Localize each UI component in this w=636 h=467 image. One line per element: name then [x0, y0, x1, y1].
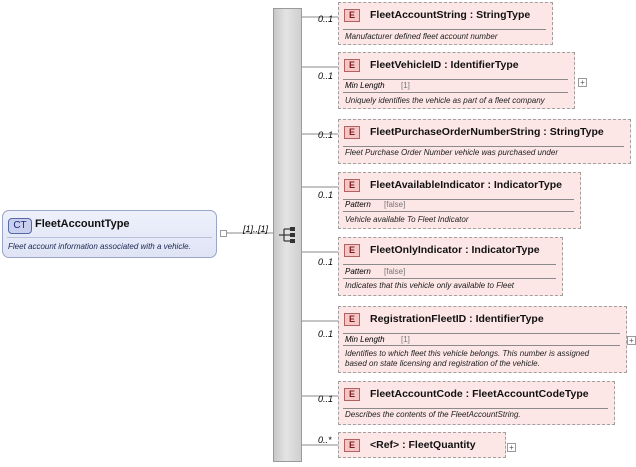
element-divider	[343, 408, 608, 409]
element-divider	[343, 79, 568, 80]
element-divider	[343, 146, 624, 147]
element-documentation: Manufacturer defined fleet account numbe…	[345, 32, 498, 41]
element-divider	[343, 333, 620, 334]
expand-plus-icon[interactable]: +	[627, 336, 636, 345]
complex-type-badge: CT	[8, 218, 32, 234]
collapse-toggle[interactable]	[220, 230, 227, 237]
element-box[interactable]: E <Ref> : FleetQuantity	[338, 432, 506, 458]
element-name: FleetVehicleID : IdentifierType	[370, 59, 519, 71]
element-multiplicity: 0..*	[318, 435, 332, 445]
element-badge: E	[344, 313, 360, 326]
facet-value: [1]	[401, 335, 410, 344]
element-multiplicity: 0..1	[318, 329, 334, 339]
element-documentation: Uniquely identifies the vehicle as part …	[345, 96, 545, 105]
facet-value: [false]	[384, 267, 406, 276]
element-divider	[343, 92, 568, 93]
sequence-compositor[interactable]	[273, 8, 302, 462]
facet-value: [false]	[384, 200, 406, 209]
element-multiplicity: 0..1	[318, 257, 334, 267]
element-name: FleetAvailableIndicator : IndicatorType	[370, 179, 562, 191]
element-documentation: Fleet Purchase Order Number vehicle was …	[345, 148, 558, 157]
facet-name: Pattern	[345, 267, 371, 276]
element-name: FleetPurchaseOrderNumberString : StringT…	[370, 126, 604, 138]
element-name: FleetOnlyIndicator : IndicatorType	[370, 244, 540, 256]
sequence-icon	[279, 227, 295, 243]
element-multiplicity: 0..1	[318, 130, 334, 140]
element-multiplicity: 0..1	[318, 71, 334, 81]
facet-name: Pattern	[345, 200, 371, 209]
element-badge: E	[344, 388, 360, 401]
facet-name: Min Length	[345, 335, 385, 344]
complex-type-name: FleetAccountType	[35, 218, 130, 230]
element-box[interactable]: E FleetAvailableIndicator : IndicatorType…	[338, 172, 581, 229]
element-documentation: Describes the contents of the FleetAccou…	[345, 410, 521, 419]
element-badge: E	[344, 126, 360, 139]
element-divider	[343, 345, 620, 346]
element-divider	[343, 199, 574, 200]
element-name: <Ref> : FleetQuantity	[370, 439, 476, 451]
element-documentation: Vehicle available To Fleet Indicator	[345, 215, 469, 224]
element-badge: E	[344, 439, 360, 452]
element-divider	[343, 29, 546, 30]
facet-value: [1]	[401, 81, 410, 90]
element-name: FleetAccountString : StringType	[370, 9, 531, 21]
element-documentation: Indicates that this vehicle only availab…	[345, 281, 514, 290]
element-divider	[343, 264, 556, 265]
element-multiplicity: 0..1	[318, 394, 334, 404]
complex-type-box[interactable]: CT FleetAccountType Fleet account inform…	[2, 210, 217, 258]
element-box[interactable]: E FleetPurchaseOrderNumberString : String…	[338, 119, 631, 164]
element-badge: E	[344, 59, 360, 72]
element-name: RegistrationFleetID : IdentifierType	[370, 313, 544, 325]
element-divider	[343, 211, 574, 212]
sequence-multiplicity: [1]..[1]	[243, 224, 269, 234]
facet-name: Min Length	[345, 81, 385, 90]
element-name: FleetAccountCode : FleetAccountCodeType	[370, 388, 589, 400]
element-multiplicity: 0..1	[318, 190, 334, 200]
complex-type-documentation: Fleet account information associated wit…	[8, 242, 191, 251]
element-documentation: based on state licensing and registratio…	[345, 359, 540, 368]
element-badge: E	[344, 9, 360, 22]
element-badge: E	[344, 179, 360, 192]
element-documentation: Identifies to which fleet this vehicle b…	[345, 349, 590, 358]
element-box[interactable]: E FleetAccountCode : FleetAccountCodeType…	[338, 381, 615, 425]
expand-plus-icon[interactable]: +	[507, 443, 516, 452]
expand-plus-icon[interactable]: +	[578, 78, 587, 87]
element-divider	[343, 278, 556, 279]
element-badge: E	[344, 244, 360, 257]
complex-type-divider	[7, 237, 212, 238]
element-multiplicity: 0..1	[318, 14, 334, 24]
